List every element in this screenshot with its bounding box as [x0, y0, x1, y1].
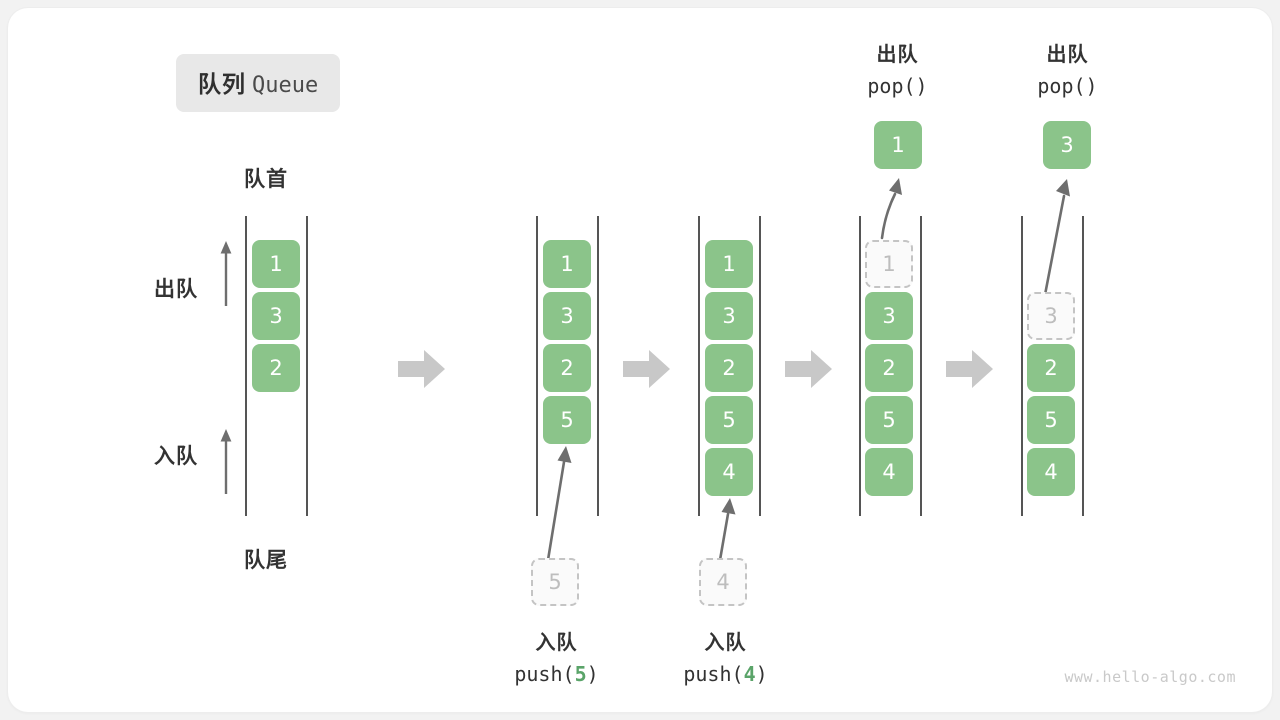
rail-right-col2 — [597, 216, 599, 516]
push-5-caption-cn: 入队 — [535, 632, 578, 654]
queue-column-during-pop-3: 3 2 5 4 — [1027, 240, 1075, 496]
rail-left-col2 — [536, 216, 538, 516]
dequeue-direction-arrow — [216, 240, 236, 308]
push-5-suffix: ) — [586, 662, 599, 686]
queue-cell: 4 — [865, 448, 913, 496]
push-4-caption: 入队 push(4) — [644, 628, 807, 690]
push-4-suffix: ) — [755, 662, 768, 686]
rail-left-col3 — [698, 216, 700, 516]
front-label: 队首 — [244, 168, 288, 191]
push-5-caption-code: push(5) — [474, 659, 639, 690]
push-4-caption-cn: 入队 — [704, 632, 747, 654]
ghost-cell-pop-3: 3 — [1027, 292, 1075, 340]
queue-cell: 5 — [865, 396, 913, 444]
queue-cell: 1 — [543, 240, 591, 288]
queue-cell: 4 — [705, 448, 753, 496]
popped-cell-2: 3 — [1043, 121, 1091, 169]
pop-1-caption-cn: 出队 — [876, 44, 919, 66]
pop-2-caption-code: pop() — [1037, 74, 1098, 98]
push-5-value: 5 — [574, 662, 587, 686]
queue-column-after-push-4: 1 3 2 5 4 — [705, 240, 753, 496]
pop-1-caption: 出队 pop() — [820, 40, 975, 102]
enqueue-direction-label: 入队 — [154, 445, 198, 468]
ghost-cell-push-4: 4 — [699, 558, 747, 606]
push-5-prefix: push( — [514, 662, 575, 686]
rear-label: 队尾 — [244, 549, 288, 572]
queue-cell: 4 — [1027, 448, 1075, 496]
push-4-prefix: push( — [683, 662, 744, 686]
queue-column-after-push-5: 1 3 2 5 — [543, 240, 591, 444]
queue-cell: 2 — [1027, 344, 1075, 392]
ghost-cell-pop-1: 1 — [865, 240, 913, 288]
queue-column-during-pop-1: 1 3 2 5 4 — [865, 240, 913, 496]
queue-cell: 5 — [705, 396, 753, 444]
rail-left-col5 — [1021, 216, 1023, 516]
queue-cell: 5 — [1027, 396, 1075, 444]
queue-cell: 3 — [543, 292, 591, 340]
push-arrow-4-icon — [698, 496, 758, 562]
queue-cell: 3 — [865, 292, 913, 340]
step-arrow-icon — [946, 350, 994, 388]
rail-left-col1 — [245, 216, 247, 516]
queue-cell: 2 — [865, 344, 913, 392]
push-arrow-5-icon — [528, 444, 588, 562]
empty-slot — [1027, 240, 1075, 288]
step-arrow-icon — [623, 350, 671, 388]
queue-cell: 5 — [543, 396, 591, 444]
push-4-caption-code: push(4) — [644, 659, 807, 690]
pop-2-caption: 出队 pop() — [990, 40, 1145, 102]
rail-left-col4 — [859, 216, 861, 516]
pop-arrow-1-icon — [864, 176, 914, 242]
dequeue-direction-label: 出队 — [154, 278, 198, 301]
title-en: Queue — [252, 73, 319, 98]
step-arrow-icon — [785, 350, 833, 388]
pop-arrow-2-icon — [1028, 176, 1088, 302]
queue-cell: 2 — [252, 344, 300, 392]
rail-right-col3 — [759, 216, 761, 516]
rail-right-col4 — [920, 216, 922, 516]
title-cn: 队列 — [198, 71, 246, 97]
queue-column-initial: 1 3 2 — [252, 240, 300, 392]
queue-cell: 3 — [705, 292, 753, 340]
queue-cell: 2 — [543, 344, 591, 392]
rail-right-col5 — [1082, 216, 1084, 516]
pop-1-caption-code: pop() — [867, 74, 928, 98]
queue-cell: 3 — [252, 292, 300, 340]
queue-cell: 1 — [252, 240, 300, 288]
ghost-cell-push-5: 5 — [531, 558, 579, 606]
queue-cell: 1 — [705, 240, 753, 288]
rail-right-col1 — [306, 216, 308, 516]
queue-cell: 2 — [705, 344, 753, 392]
popped-cell-1: 1 — [874, 121, 922, 169]
enqueue-direction-arrow — [216, 428, 236, 496]
push-4-value: 4 — [743, 662, 756, 686]
push-5-caption: 入队 push(5) — [474, 628, 639, 690]
step-arrow-icon — [398, 350, 446, 388]
pop-2-caption-cn: 出队 — [1046, 44, 1089, 66]
watermark: www.hello-algo.com — [1064, 668, 1236, 686]
